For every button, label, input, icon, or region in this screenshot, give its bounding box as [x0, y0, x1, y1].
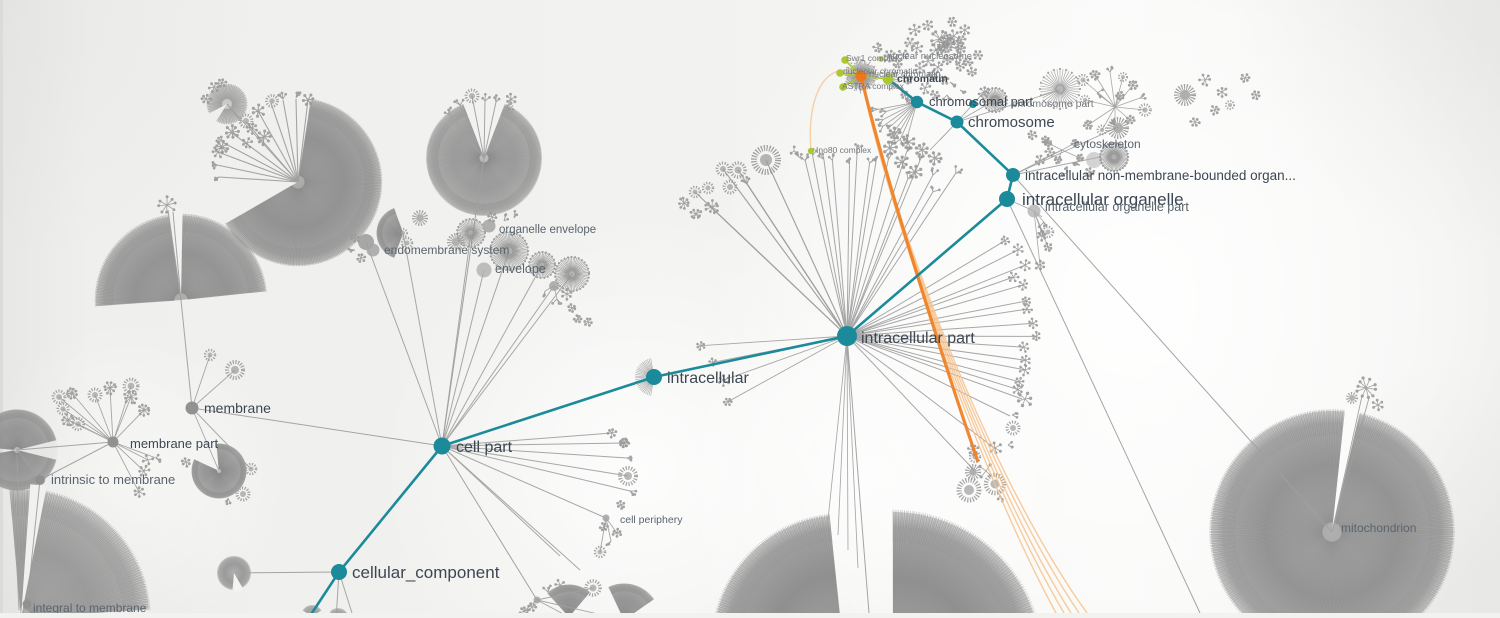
svg-text:Ino80 complex: Ino80 complex [816, 145, 872, 155]
svg-text:nuclear chromatin: nuclear chromatin [869, 69, 941, 79]
svg-text:organelle envelope: organelle envelope [499, 224, 596, 236]
svg-text:mitochondrion: mitochondrion [1341, 521, 1416, 535]
svg-text:intracellular: intracellular [667, 370, 749, 387]
svg-text:cell periphery: cell periphery [620, 514, 683, 526]
svg-text:intracellular part: intracellular part [861, 330, 975, 347]
svg-text:membrane part: membrane part [130, 436, 219, 451]
svg-text:integral to membrane: integral to membrane [33, 601, 147, 613]
svg-text:Swr1 complex: Swr1 complex [846, 53, 900, 63]
svg-text:cytoskeleton: cytoskeleton [1074, 137, 1141, 151]
svg-text:envelope: envelope [495, 262, 546, 276]
svg-text:membrane: membrane [204, 400, 271, 416]
svg-text:cell part: cell part [456, 439, 513, 456]
svg-text:cellular_component: cellular_component [352, 563, 500, 582]
svg-text:chromosomal part: chromosomal part [929, 94, 1033, 109]
svg-text:intracellular non-membrane-bou: intracellular non-membrane-bounded organ… [1025, 168, 1296, 183]
svg-text:endomembrane system: endomembrane system [384, 243, 509, 257]
svg-text:chromosome: chromosome [968, 114, 1055, 131]
svg-text:ASTRA complex: ASTRA complex [842, 81, 905, 91]
svg-text:intracellular organelle: intracellular organelle [1022, 190, 1184, 209]
svg-text:chromatin: chromatin [897, 73, 948, 85]
svg-text:intracellular organelle part: intracellular organelle part [1045, 200, 1189, 214]
svg-text:chromosome part: chromosome part [1012, 98, 1094, 110]
svg-text:nucleolar chromatin: nucleolar chromatin [843, 66, 917, 76]
svg-text:nuclear nucleosome: nuclear nucleosome [887, 51, 972, 62]
svg-text:intrinsic to membrane: intrinsic to membrane [51, 472, 175, 487]
